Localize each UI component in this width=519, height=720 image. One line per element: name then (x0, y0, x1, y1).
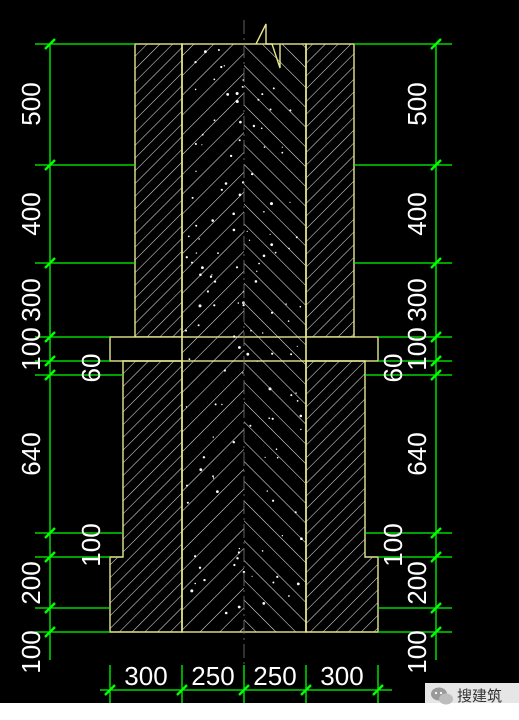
right-dim-200: 200 (402, 561, 432, 604)
left-dim-100-b: 100 (76, 523, 106, 566)
right-dim-100-a: 100 (402, 327, 432, 370)
right-dim-640: 640 (402, 432, 432, 475)
right-dim-400: 400 (402, 192, 432, 235)
right-dim-300: 300 (402, 278, 432, 321)
right-dim-500: 500 (402, 82, 432, 125)
concrete-core (181, 43, 307, 633)
watermark: 搜建筑 (425, 683, 519, 711)
left-dim-300: 300 (16, 278, 46, 321)
bottom-strip (0, 703, 519, 720)
bottom-dim-300-right: 300 (320, 661, 363, 691)
wechat-icon (431, 687, 453, 705)
left-dim-100-a: 100 (16, 327, 46, 370)
left-dim-200: 200 (16, 561, 46, 604)
bottom-dim-300-left: 300 (124, 661, 167, 691)
left-dim-640: 640 (16, 432, 46, 475)
right-dim-60: 60 (378, 354, 408, 383)
break-symbol (255, 23, 281, 69)
right-wall-upper (305, 43, 355, 338)
left-dim-500: 500 (16, 82, 46, 125)
left-dim-60: 60 (76, 354, 106, 383)
right-dim-100-c: 100 (402, 630, 432, 673)
bottom-dim-250-left: 250 (191, 661, 234, 691)
left-wall-upper (134, 43, 183, 338)
left-dim-400: 400 (16, 192, 46, 235)
bottom-dimension-chain (100, 665, 392, 703)
right-dim-100-b: 100 (378, 523, 408, 566)
left-dim-100-c: 100 (16, 630, 46, 673)
watermark-text: 搜建筑 (457, 687, 502, 705)
bottom-dim-250-right: 250 (253, 661, 296, 691)
